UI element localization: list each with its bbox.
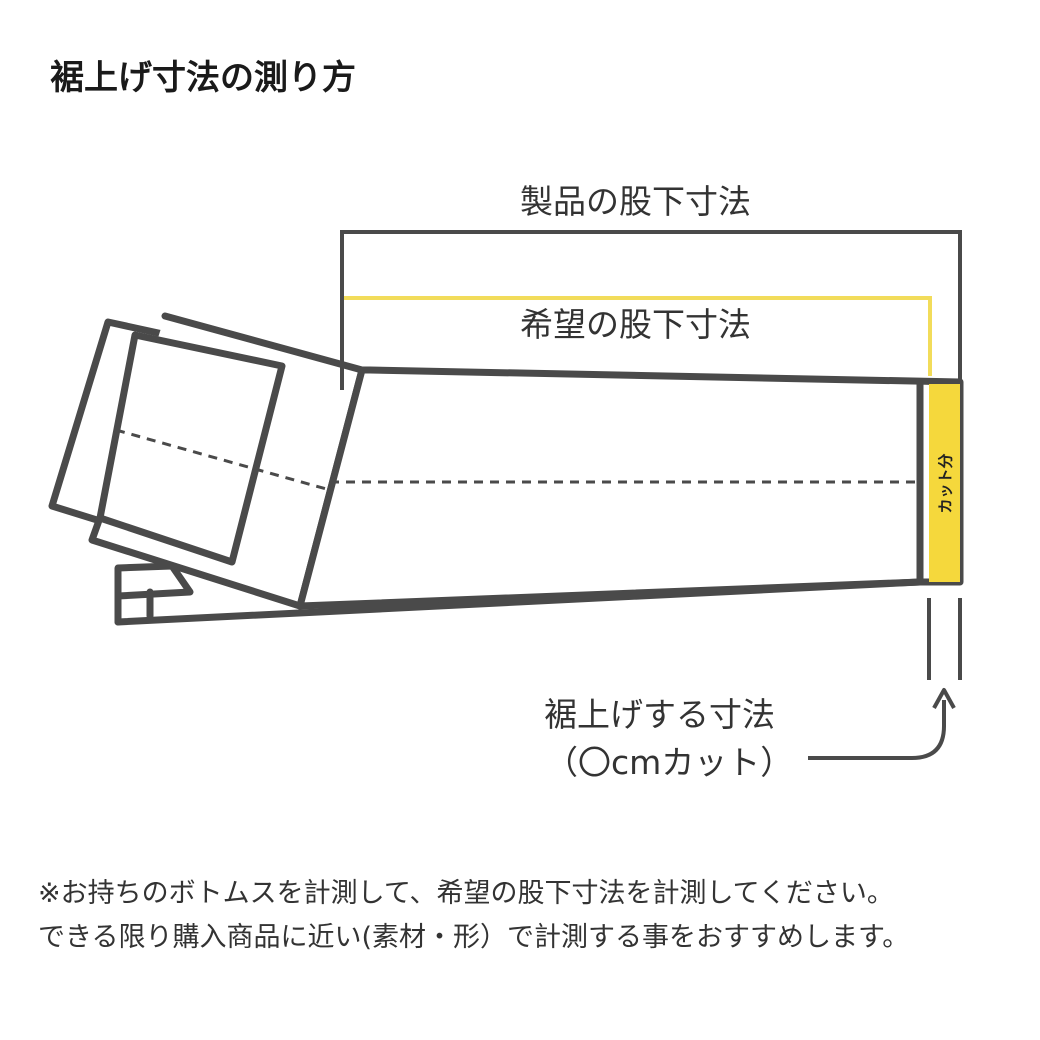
page-title: 裾上げ寸法の測り方: [50, 58, 356, 98]
hem-amount-sublabel: （〇cmカット）: [545, 743, 794, 782]
measurement-note: ※お持ちのボトムスを計測して、希望の股下寸法を計測してください。 できる限り購入…: [38, 872, 1018, 960]
product-inseam-label: 製品の股下寸法: [520, 182, 751, 221]
cut-portion-label-box: カット分: [929, 384, 960, 582]
pants-lower-seam: [114, 578, 924, 626]
hem-amount-arrow: [808, 700, 946, 760]
product-inseam-bracket: [340, 230, 962, 390]
cut-portion-highlight: [929, 384, 960, 582]
cut-portion-label: カット分: [936, 452, 955, 514]
pants-leg-outline: [296, 366, 964, 610]
crease-dashed-line-left: [115, 428, 331, 492]
note-line-2: できる限り購入商品に近い(素材・形）で計測する事をおすすめします。: [38, 922, 910, 953]
desired-inseam-bracket: [344, 296, 932, 376]
pants-fold-tab: [114, 588, 154, 626]
desired-inseam-label: 希望の股下寸法: [520, 305, 751, 344]
pants-inner-panel: [96, 331, 286, 566]
hem-amount-label: 裾上げする寸法: [544, 695, 775, 734]
note-line-1: ※お持ちのボトムスを計測して、希望の股下寸法を計測してください。: [38, 878, 894, 909]
hem-amount-arrowhead: [932, 688, 956, 709]
pants-fold-flap: [114, 562, 194, 600]
